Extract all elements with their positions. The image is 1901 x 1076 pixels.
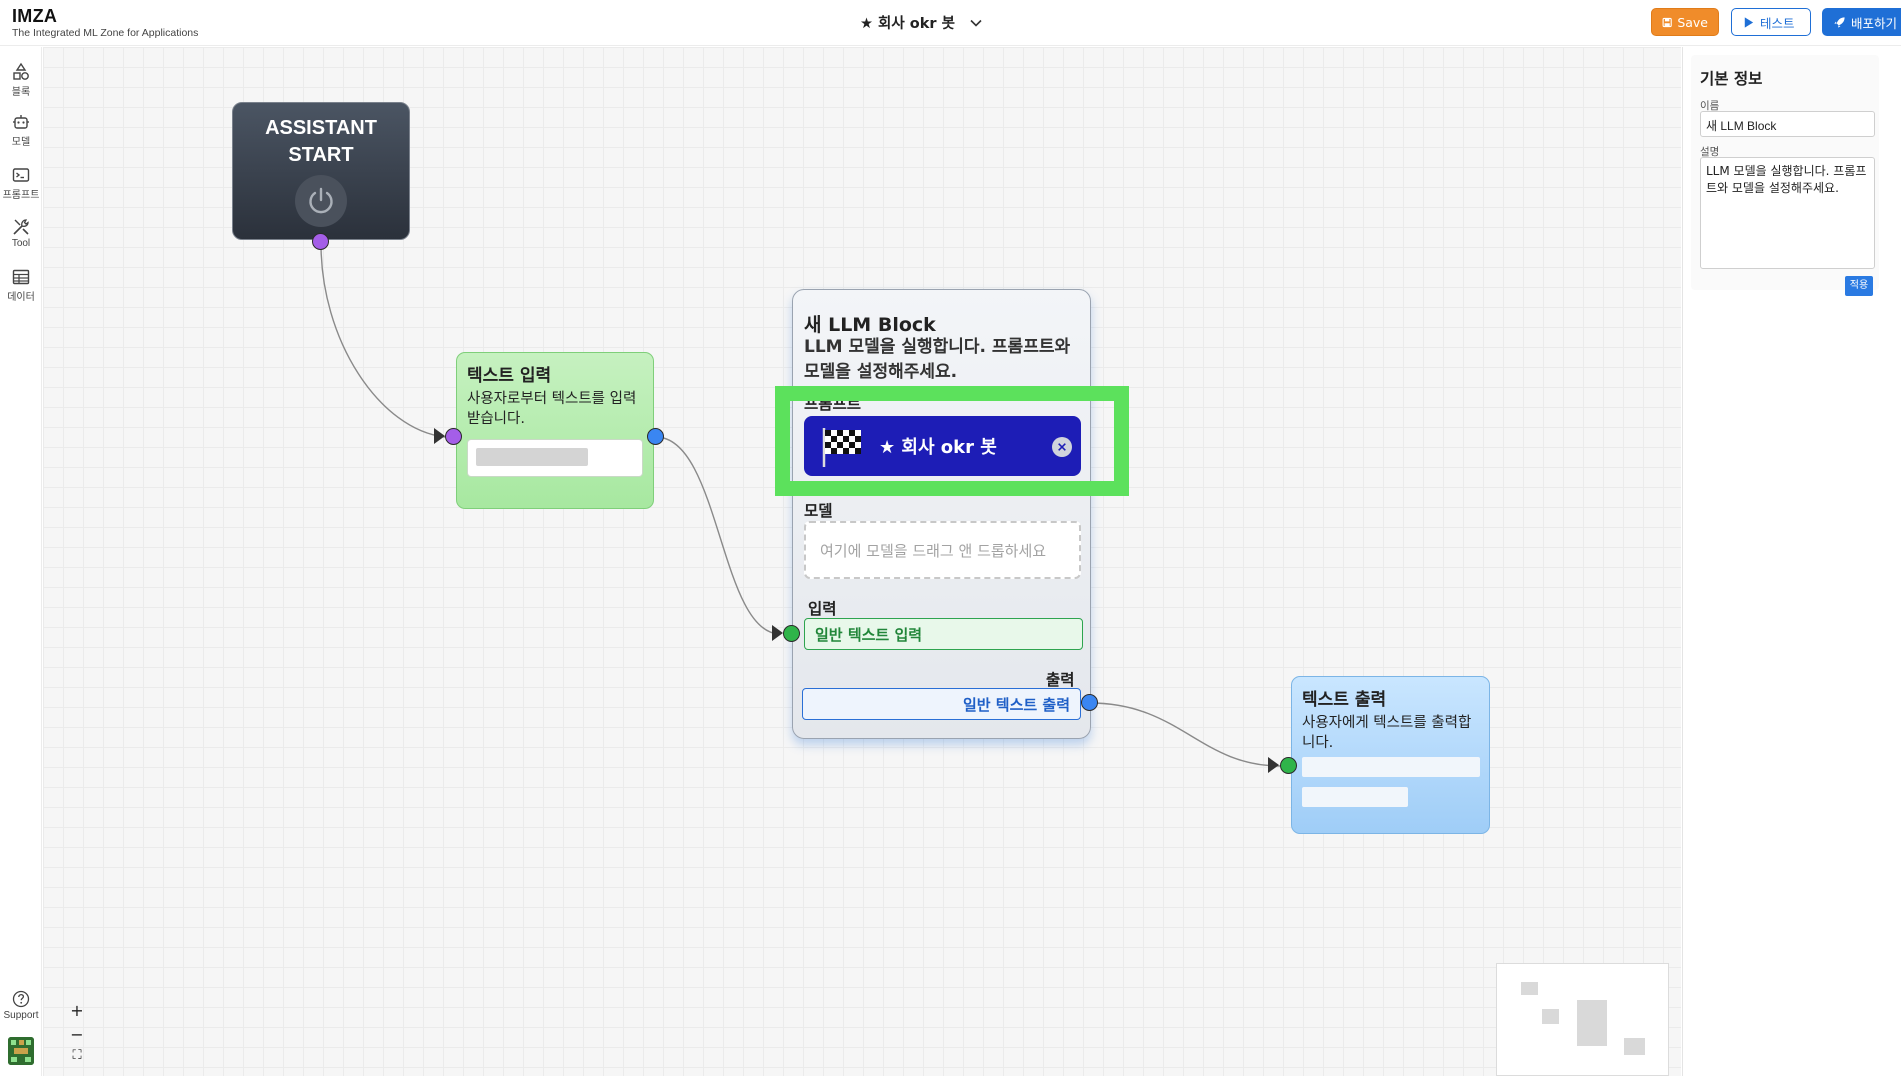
sidebar-item-tool[interactable]: Tool (0, 217, 42, 249)
input-port-box[interactable]: 일반 텍스트 입력 (804, 618, 1083, 650)
document-title: ★ 회사 okr 봇 (860, 16, 955, 32)
llm-title: 새 LLM Block (804, 314, 936, 336)
llm-in-handle[interactable] (783, 625, 800, 642)
tools-icon (13, 219, 29, 235)
avatar[interactable] (8, 1037, 34, 1065)
shapes-icon (13, 62, 29, 80)
sidebar-item-label: 모델 (11, 137, 31, 148)
left-sidebar: 블록 모델 프롬프트 Tool 데이터 Support (0, 47, 42, 1076)
deploy-button-label: 배포하기 (1851, 15, 1898, 31)
start-node-title: ASSISTANT START (265, 117, 377, 166)
output-port-box[interactable]: 일반 텍스트 출력 (802, 688, 1081, 720)
text-input-node[interactable]: 텍스트 입력 사용자로부터 텍스트를 입력받습니다. (456, 352, 654, 509)
text-input-field[interactable] (467, 439, 643, 477)
input-placeholder-bar (476, 448, 588, 466)
sidebar-item-label: Tool (11, 238, 31, 249)
input-label: 입력 (808, 600, 837, 618)
support-button[interactable]: Support (0, 989, 42, 1021)
prompt-chip-label: ★ 회사 okr 봇 (879, 437, 997, 458)
text-input-out-handle[interactable] (647, 428, 664, 445)
assistant-start-node[interactable]: ASSISTANT START (232, 102, 410, 240)
text-output-node[interactable]: 텍스트 출력 사용자에게 텍스트를 출력합니다. (1291, 676, 1490, 834)
prompt-label: 프롬프트 (804, 395, 862, 413)
prompt-chip[interactable]: ★ 회사 okr 봇 (804, 416, 1081, 476)
description-field[interactable]: LLM 모델을 실행합니다. 프롬프트와 모델을 설정해주세요. (1700, 157, 1875, 269)
zoom-in-button[interactable]: + (70, 1001, 84, 1020)
llm-desc: LLM 모델을 실행합니다. 프롬프트와 모델을 설정해주세요. (804, 337, 1071, 382)
name-field-label: 이름 (1700, 100, 1720, 112)
sidebar-item-label: 블록 (11, 87, 31, 98)
minimap-node (1577, 1000, 1607, 1046)
app-subtitle: The Integrated ML Zone for Applications (12, 27, 199, 39)
output-placeholder-bar (1302, 787, 1408, 807)
top-header: IMZA The Integrated ML Zone for Applicat… (0, 0, 1901, 46)
save-icon (1662, 17, 1672, 27)
save-button[interactable]: Save (1651, 8, 1719, 36)
llm-block-node[interactable]: 새 LLM Block LLM 모델을 실행합니다. 프롬프트와 모델을 설정해… (792, 289, 1091, 739)
play-icon (1744, 16, 1754, 28)
rocket-icon (1834, 16, 1845, 28)
robot-icon (13, 115, 29, 129)
brand: IMZA The Integrated ML Zone for Applicat… (12, 6, 198, 39)
minimap-node (1521, 982, 1538, 995)
text-output-desc: 사용자에게 텍스트를 출력합니다. (1302, 715, 1472, 751)
checkered-flag-icon (822, 428, 861, 467)
output-label: 출력 (1046, 671, 1075, 689)
panel-title: 기본 정보 (1700, 70, 1763, 88)
minimap-node (1542, 1009, 1559, 1024)
description-field-label: 설명 (1700, 146, 1720, 158)
text-output-title: 텍스트 출력 (1302, 690, 1387, 710)
input-arrow-icon (434, 428, 445, 444)
table-icon (12, 269, 30, 285)
text-input-title: 텍스트 입력 (467, 366, 552, 386)
chevron-down-icon (970, 19, 982, 27)
remove-prompt-close-icon[interactable] (1052, 437, 1072, 457)
basic-info-card: 기본 정보 이름 새 LLM Block 설명 LLM 모델을 실행합니다. 프… (1691, 55, 1879, 296)
output-arrow-icon (1268, 757, 1279, 773)
help-circle-icon (12, 990, 30, 1008)
document-title-dropdown[interactable]: ★ 회사 okr 봇 (860, 12, 983, 33)
minimap[interactable] (1496, 963, 1669, 1076)
name-field[interactable]: 새 LLM Block (1700, 111, 1875, 137)
properties-panel: 기본 정보 이름 새 LLM Block 설명 LLM 모델을 실행합니다. 프… (1682, 47, 1901, 1076)
start-output-handle[interactable] (312, 233, 329, 250)
output-placeholder-bar (1302, 757, 1480, 777)
support-label: Support (3, 1010, 39, 1021)
sidebar-item-prompts[interactable]: 프롬프트 (0, 165, 42, 201)
deploy-button[interactable]: 배포하기 (1822, 8, 1901, 36)
llm-input-arrow-icon (772, 625, 783, 641)
sidebar-item-blocks[interactable]: 블록 (0, 62, 42, 98)
sidebar-item-label: 데이터 (7, 292, 35, 303)
terminal-icon (12, 168, 30, 182)
minimap-node (1624, 1038, 1645, 1055)
test-button-label: 테스트 (1760, 15, 1795, 31)
text-input-desc: 사용자로부터 텍스트를 입력받습니다. (467, 391, 637, 427)
fit-view-button[interactable]: ⛶ (72, 1048, 82, 1063)
model-label: 모델 (804, 502, 833, 520)
zoom-out-button[interactable]: − (70, 1025, 84, 1044)
model-dropzone-placeholder: 여기에 모델을 드래그 앤 드롭하세요 (820, 542, 1047, 560)
avatar-image-icon (8, 1037, 34, 1065)
save-button-label: Save (1677, 14, 1708, 30)
sidebar-item-label: 프롬프트 (2, 190, 40, 201)
text-input-in-handle[interactable] (445, 428, 462, 445)
app-name: IMZA (12, 6, 58, 26)
apply-button[interactable]: 적용 (1845, 276, 1873, 296)
power-icon (295, 175, 347, 227)
sidebar-item-models[interactable]: 모델 (0, 112, 42, 148)
test-button[interactable]: 테스트 (1731, 8, 1811, 36)
model-dropzone[interactable]: 여기에 모델을 드래그 앤 드롭하세요 (804, 521, 1081, 579)
sidebar-item-data[interactable]: 데이터 (0, 267, 42, 303)
text-output-in-handle[interactable] (1280, 757, 1297, 774)
llm-out-handle[interactable] (1081, 694, 1098, 711)
